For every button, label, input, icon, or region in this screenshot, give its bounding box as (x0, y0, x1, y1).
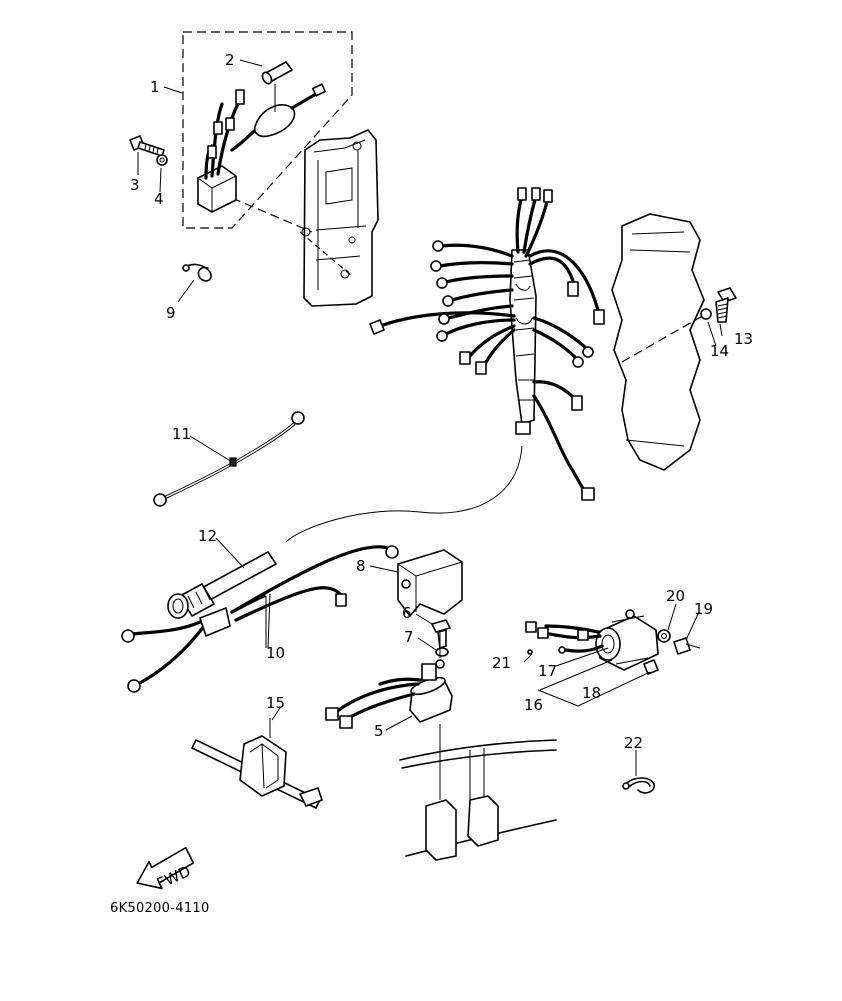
callout-20: 20 (666, 587, 685, 605)
callout-14: 14 (710, 342, 729, 360)
terminal-cover-part (397, 549, 463, 617)
callout-17: 17 (538, 662, 557, 680)
callout-3: 3 (130, 176, 140, 194)
extension-harness-part (121, 551, 277, 693)
washer-part-7 (435, 647, 449, 657)
callout-21: 21 (492, 654, 511, 672)
collar-part-18 (643, 659, 659, 675)
cable-holder-part (191, 718, 323, 809)
callout-6: 6 (402, 604, 412, 622)
forward-arrow-icon: FWD (136, 846, 195, 893)
callout-13: 13 (734, 330, 753, 348)
screw-part-6 (431, 619, 451, 649)
fuse-part (261, 61, 293, 85)
callout-22: 22 (624, 734, 643, 752)
callout-7: 7 (404, 628, 414, 646)
callout-8: 8 (356, 557, 366, 575)
callout-11: 11 (172, 425, 191, 443)
callout-5: 5 (374, 722, 384, 740)
bolt-part (129, 135, 165, 157)
callout-1: 1 (150, 78, 160, 96)
nut-part-20 (657, 629, 671, 643)
rectifier-group-box (182, 31, 353, 229)
leader-lines (137, 59, 723, 776)
callout-18: 18 (582, 684, 601, 702)
callout-19: 19 (694, 600, 713, 618)
callout-4: 4 (154, 190, 164, 208)
bolt-part-19 (673, 637, 701, 655)
washer-part-14 (700, 308, 712, 320)
bolt-part-13 (715, 287, 737, 323)
callout-9: 9 (166, 304, 176, 322)
callout-10: 10 (266, 644, 285, 662)
callout-2: 2 (225, 51, 235, 69)
starter-relay-part (325, 630, 453, 800)
callout-16: 16 (524, 696, 543, 714)
callout-12: 12 (198, 527, 217, 545)
ground-lead-part (153, 411, 305, 507)
callout-numbers: 1 2 3 4 5 6 7 8 9 10 11 12 13 14 15 16 1… (130, 51, 753, 752)
lower-mount-bracket (399, 739, 557, 861)
wire-clip-part (622, 777, 655, 794)
cover-plate (611, 213, 705, 471)
diagram-part-code: 6K50200-4110 (110, 901, 210, 916)
main-wire-harness (285, 187, 605, 543)
rectifier-regulator-part (197, 83, 327, 213)
clamp-band-part (182, 263, 212, 282)
mounting-bracket (301, 129, 379, 307)
washer-part (156, 154, 168, 166)
callout-15: 15 (266, 694, 285, 712)
starter-motor-part (525, 609, 659, 671)
battery-cable-part (230, 545, 399, 648)
